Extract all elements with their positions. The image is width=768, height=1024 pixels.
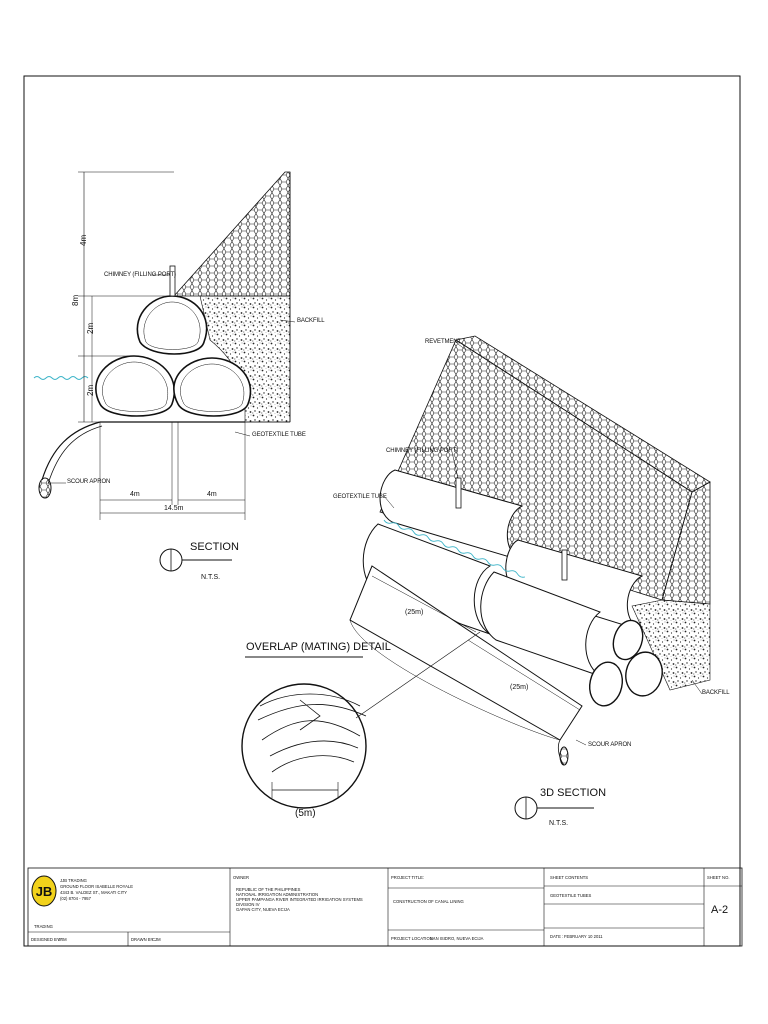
tb-sheet-contents-label: SHEET CONTENTS [550, 875, 589, 880]
tube-bottom-right [173, 357, 252, 417]
label-3d-chimney: CHIMNEY (FILLING PORT) [386, 448, 458, 454]
tb-drawn-by-label: DRAWN BY : [131, 937, 156, 942]
tb-company-name: JJB TRADING [60, 878, 87, 883]
tb-designed-by-label: DESIGNED BY : [31, 937, 62, 942]
section-3d-scale: N.T.S. [549, 820, 569, 827]
tb-date-label: DATE : [550, 934, 564, 939]
dim-tube-height-top: 2m [86, 322, 95, 334]
tb-owner-line-5: GAPAN CITY, NUEVA ECIJA [236, 907, 290, 912]
dim-left-width: 4m [130, 491, 140, 498]
tb-project-title: CONSTRUCTION OF CANAL LINING [393, 899, 464, 904]
scour-apron [41, 421, 245, 481]
tb-date: FEBRUARY 10 2011 [564, 934, 603, 939]
water-surface [33, 376, 89, 380]
tb-company-phone: (02) 8704 - 7957 [60, 896, 91, 901]
tb-company-address-1: GROUND FLOOR ISABELLE ROYALE [60, 884, 133, 889]
tb-sheet-contents: GEOTEXTILE TUBES [550, 893, 592, 898]
dim-upper-height: 4m [79, 234, 88, 246]
label-backfill: BACKFILL [297, 318, 325, 324]
label-3d-geotextile-tube: GEOTEXTILE TUBE [333, 494, 387, 500]
dim-total-height: 8m [71, 294, 80, 306]
tb-project-title-label: PROJECT TITLE: [391, 875, 425, 880]
tb-designed-by: JRM [58, 937, 67, 942]
label-scour-apron: SCOUR APRON [67, 479, 111, 485]
dim-total-width: 14.5m [164, 505, 184, 512]
chimney-3d-a [455, 477, 462, 509]
tb-company-address-2: 4343 B. VALDEZ ST., MAKATI CITY [60, 890, 128, 895]
water-3d [383, 519, 526, 578]
tb-project-location: SAN ISIDRO, NUEVA ECIJA [430, 936, 484, 941]
chimney-port [169, 265, 176, 297]
section-view [33, 171, 296, 572]
overlap-detail [241, 631, 481, 809]
tb-logo-text: TRADING [34, 924, 53, 929]
tb-owner-line-3: UPPER PAMPANGA RIVER INTEGRATED IRRIGATI… [236, 897, 363, 902]
detail-dimension: (5m) [295, 808, 316, 819]
tb-owner-line-2: NATIONAL IRRIGATION ADMINISTRATION [236, 892, 319, 897]
label-3d-revetment: REVETMENT [425, 339, 462, 345]
title-block: JB [27, 867, 743, 947]
label-chimney: CHIMNEY (FILLING PORT) [104, 272, 176, 278]
tb-sheet-no: A-2 [711, 904, 729, 916]
tube-top [136, 295, 208, 355]
detail-title: OVERLAP (MATING) DETAIL [246, 641, 391, 653]
tube-bottom-left [95, 355, 175, 417]
label-geotextile-tube: GEOTEXTILE TUBE [252, 432, 306, 438]
dim-right-width: 4m [207, 491, 217, 498]
tb-drawn-by: CJM [152, 937, 161, 942]
label-3d-backfill: BACKFILL [702, 690, 730, 696]
backfill-3d [631, 599, 711, 691]
tb-owner-label: OWNER [233, 875, 250, 880]
scour-apron-end [38, 477, 52, 499]
chimney-3d-b [561, 549, 568, 581]
tb-owner-line-1: REPUBLIC OF THE PHILIPPINES [236, 887, 301, 892]
section-3d-title: 3D SECTION [540, 787, 607, 799]
tb-sheet-no-label: SHEET NO. [707, 875, 730, 880]
detail-circle [241, 683, 367, 809]
dim-3d-length-a: (25m) [405, 609, 424, 616]
tb-owner-line-4: DIVISION IV [236, 902, 260, 907]
dim-tube-height-bottom: 2m [86, 384, 95, 396]
label-3d-scour-apron: SCOUR APRON [588, 742, 632, 748]
section-title: SECTION [190, 541, 239, 553]
revetment-mesh [173, 171, 291, 297]
company-logo [31, 875, 57, 907]
tb-project-location-label: PROJECT LOCATION : [391, 936, 436, 941]
dim-3d-length-b: (25m) [510, 684, 529, 691]
svg-text:JB: JB [36, 884, 53, 899]
section-3d-view [349, 335, 711, 820]
section-scale: N.T.S. [201, 574, 221, 581]
